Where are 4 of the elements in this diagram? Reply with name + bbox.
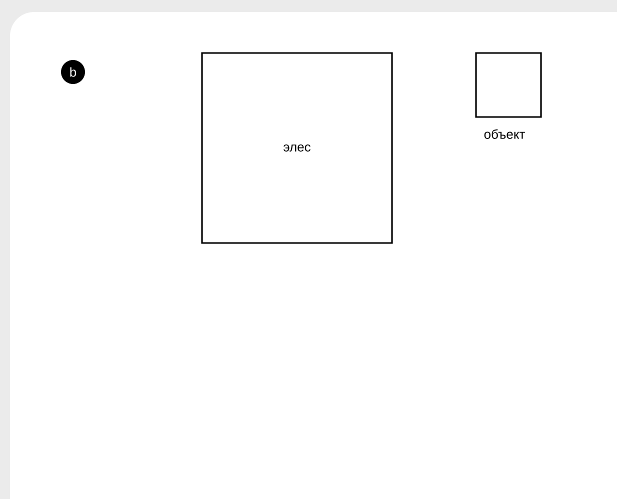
square-box: элес: [201, 52, 393, 244]
square-box: объект: [475, 52, 542, 139]
panel-badge: b: [61, 60, 85, 84]
node-label: объект: [484, 129, 525, 139]
